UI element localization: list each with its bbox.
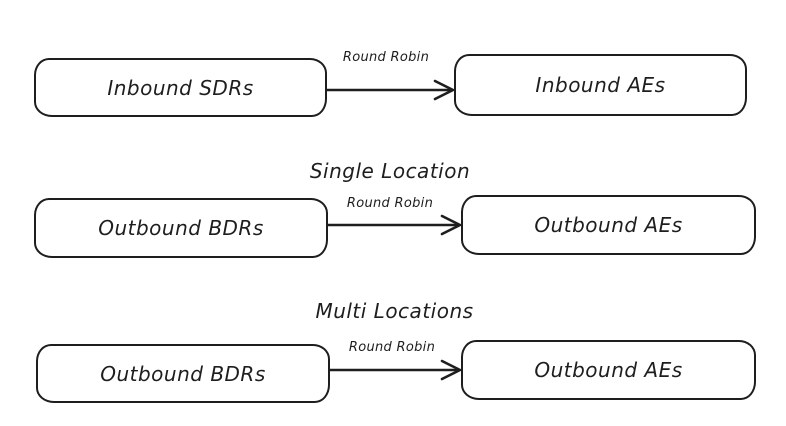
node-outbound-aes-single: Outbound AEs xyxy=(461,195,756,255)
arrow-connector-3 xyxy=(329,359,462,381)
node-outbound-bdrs-multi: Outbound BDRs xyxy=(36,344,330,403)
arrow-connector-1 xyxy=(326,79,455,101)
arrow-head-icon xyxy=(433,79,455,101)
node-outbound-bdrs-single: Outbound BDRs xyxy=(34,198,328,258)
node-inbound-sdrs: Inbound SDRs xyxy=(34,58,327,117)
section-heading-multi-locations: Multi Locations xyxy=(315,299,474,323)
section-heading-single-location: Single Location xyxy=(309,159,471,183)
node-outbound-bdrs-multi-label: Outbound BDRs xyxy=(100,361,266,386)
node-inbound-aes-label: Inbound AEs xyxy=(535,73,666,97)
node-outbound-aes-single-label: Outbound AEs xyxy=(534,213,683,237)
node-outbound-aes-multi: Outbound AEs xyxy=(461,340,756,400)
node-outbound-bdrs-single-label: Outbound BDRs xyxy=(98,216,264,240)
node-inbound-aes: Inbound AEs xyxy=(454,54,747,116)
arrow-head-icon xyxy=(440,214,462,236)
node-outbound-aes-multi-label: Outbound AEs xyxy=(534,358,683,382)
node-inbound-sdrs-label: Inbound SDRs xyxy=(107,75,254,100)
arrow-label-round-robin-1: Round Robin xyxy=(342,50,430,65)
arrow-head-icon xyxy=(440,359,462,381)
arrow-label-round-robin-2: Round Robin xyxy=(346,196,434,211)
arrow-label-round-robin-3: Round Robin xyxy=(348,340,436,355)
arrow-connector-2 xyxy=(327,214,462,236)
